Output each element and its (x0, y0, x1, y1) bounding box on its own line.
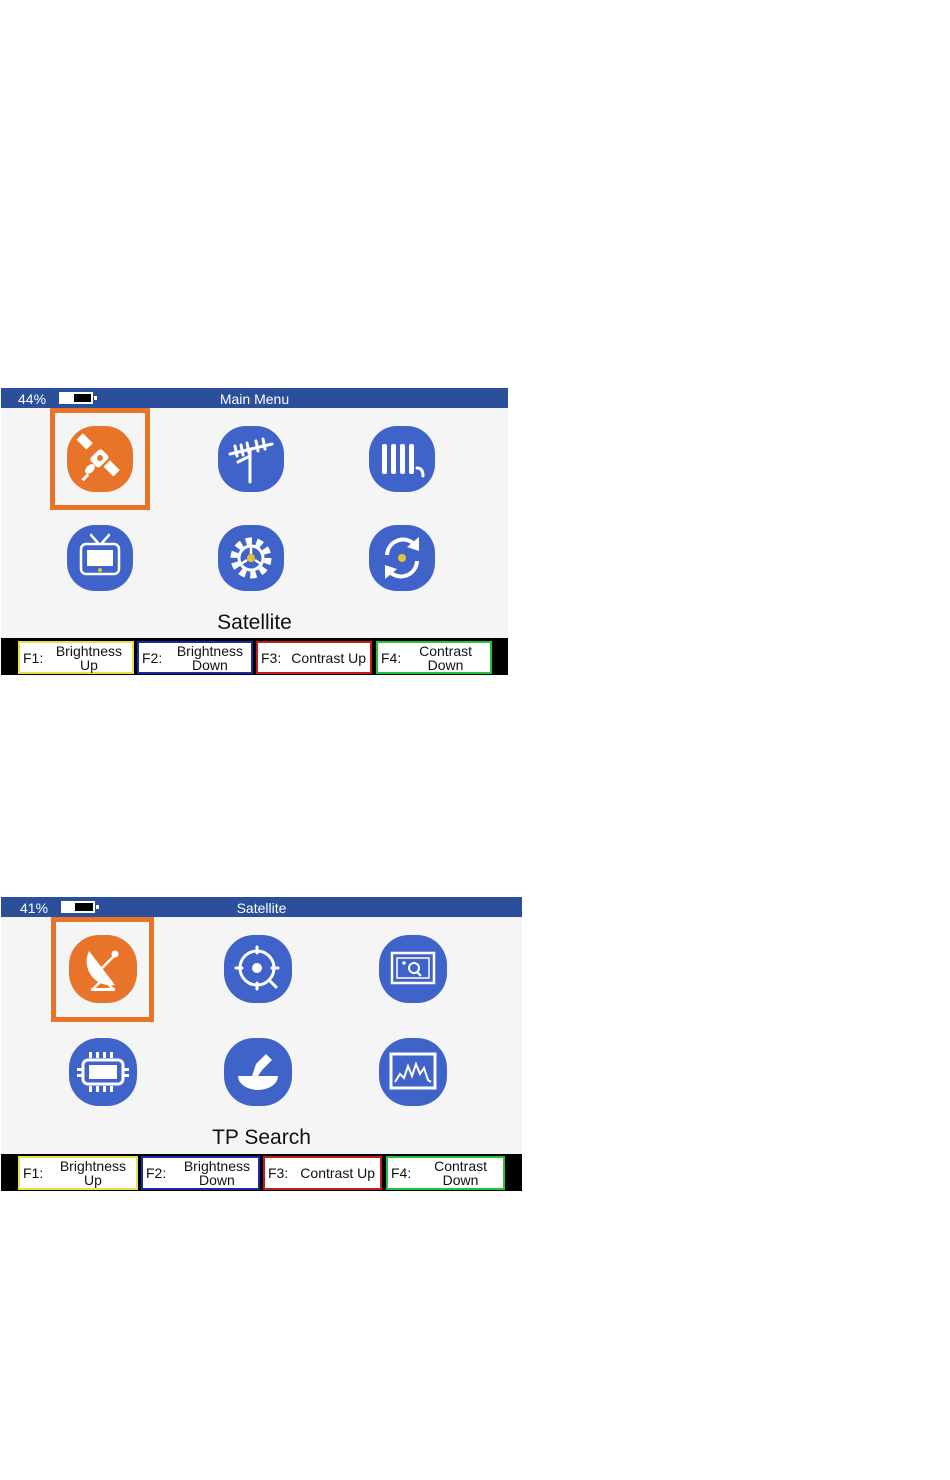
f4-contrast-down-button[interactable]: F4: Contrast Down (386, 1156, 505, 1190)
menu-item-spectrum[interactable] (377, 1036, 449, 1108)
menu-item-tv[interactable] (65, 523, 135, 593)
settings-icon (216, 523, 286, 593)
satellite-menu-screen: 41% Satellite (1, 897, 522, 1191)
menu-item-cable[interactable] (367, 424, 437, 494)
main-menu-screen: 44% Main Menu (1, 388, 508, 675)
status-bar: 44% Main Menu (1, 388, 508, 408)
menu-item-settings[interactable] (216, 523, 286, 593)
f1-brightness-up-button[interactable]: F1: Brightness Up (18, 1156, 138, 1190)
menu-item-find[interactable] (222, 933, 294, 1005)
menu-item-lnb[interactable] (67, 1036, 139, 1108)
f4-contrast-down-button[interactable]: F4: Contrast Down (376, 641, 492, 674)
status-bar: 41% Satellite (1, 897, 522, 917)
f2-brightness-down-button[interactable]: F2: Brightness Down (141, 1156, 260, 1190)
spectrum-icon (377, 1036, 449, 1108)
satellite-icon (65, 424, 135, 494)
selected-item-caption: TP Search (1, 1126, 522, 1150)
selected-item-caption: Satellite (1, 611, 508, 635)
menu-item-tp-search[interactable] (67, 933, 139, 1005)
menu-item-terrestrial[interactable] (216, 424, 286, 494)
update-icon (367, 523, 437, 593)
f1-brightness-up-button[interactable]: F1: Brightness Up (18, 641, 134, 674)
f3-contrast-up-button[interactable]: F3: Contrast Up (263, 1156, 382, 1190)
antenna-icon (216, 424, 286, 494)
tv-icon (65, 523, 135, 593)
f2-brightness-down-button[interactable]: F2: Brightness Down (137, 641, 253, 674)
target-search-icon (222, 933, 294, 1005)
dish-icon (67, 933, 139, 1005)
screen-title: Main Menu (1, 391, 508, 407)
menu-item-satellite[interactable] (65, 424, 135, 494)
function-key-bar: F1: Brightness Up F2: Brightness Down F3… (1, 1154, 522, 1191)
menu-item-update[interactable] (367, 523, 437, 593)
f3-contrast-up-button[interactable]: F3: Contrast Up (256, 641, 372, 674)
motor-dish-icon (222, 1036, 294, 1108)
lnb-module-icon (67, 1036, 139, 1108)
function-key-bar: F1: Brightness Up F2: Brightness Down F3… (1, 638, 508, 675)
menu-item-scan[interactable] (377, 933, 449, 1005)
menu-item-motor[interactable] (222, 1036, 294, 1108)
cable-icon (367, 424, 437, 494)
screen-title: Satellite (1, 900, 522, 916)
scan-image-icon (377, 933, 449, 1005)
